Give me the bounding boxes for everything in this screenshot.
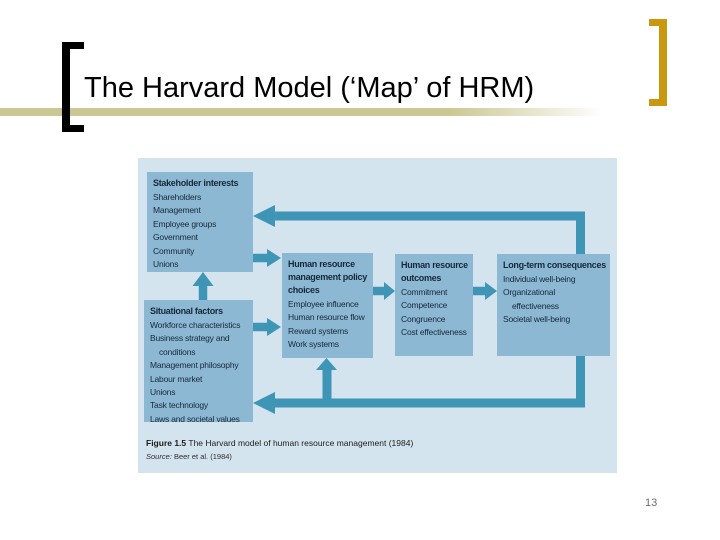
feedback-bottom-line <box>273 398 585 408</box>
box-item: Congruence <box>401 313 446 324</box>
situational-stakeholder-line <box>198 285 208 300</box>
source-label: Source: <box>146 452 172 461</box>
feedback-bottom-vertical <box>576 356 585 408</box>
situational-factors-box: Situational factors Workforce characteri… <box>144 300 253 424</box>
box-item: Shareholders <box>153 192 202 202</box>
figure-label: Figure 1.5 <box>146 438 187 448</box>
situational-policy-line <box>253 322 267 332</box>
page-number: 13 <box>645 497 658 509</box>
long-term-consequences-box: Long-term consequences Individual well-b… <box>497 254 610 356</box>
feedback-branch-arrowhead-icon <box>316 358 337 370</box>
outcomes-longterm-line <box>473 286 485 296</box>
left-bracket-decoration <box>62 42 84 132</box>
figure-caption: Figure 1.5 The Harvard model of human re… <box>146 438 413 448</box>
box-item: Cost effectiveness <box>401 327 467 338</box>
box-item: Labour market <box>150 373 203 384</box>
box-item: Competence <box>401 300 448 311</box>
title-underline <box>0 108 622 116</box>
box-item: Reward systems <box>288 325 349 336</box>
box-item: Societal well-being <box>503 314 571 325</box>
source-text: Beer et al. (1984) <box>173 452 232 461</box>
stakeholder-policy-line <box>253 253 267 263</box>
box-item: Individual well-being <box>503 274 576 284</box>
situational-policy-arrowhead-icon <box>267 318 281 336</box>
box-item: effectiveness <box>512 300 559 311</box>
box-item: Community <box>153 245 195 256</box>
slide-title: The Harvard Model (‘Map’ of HRM) <box>84 72 535 104</box>
figure-caption-text: The Harvard model of human resource mana… <box>188 438 414 448</box>
box-title: Long-term consequences <box>503 260 606 270</box>
box-item: Laws and societal values <box>150 413 240 424</box>
policy-outcomes-arrowhead-icon <box>384 282 395 300</box>
hr-policy-choices-box: Human resource management policy choices… <box>282 253 373 358</box>
box-title: Human resource outcomes <box>401 260 468 283</box>
box-item: Employee influence <box>288 299 359 309</box>
flow-arrows <box>192 205 585 414</box>
box-title: Stakeholder interests <box>153 178 239 188</box>
feedback-top-vertical <box>576 211 585 255</box>
box-item: Human resource flow <box>288 312 365 323</box>
hr-outcomes-box: Human resource outcomes Commitment Compe… <box>395 254 473 356</box>
box-item: Government <box>153 232 198 243</box>
box-item: Commitment <box>401 287 448 297</box>
box-title: Situational factors <box>150 306 223 316</box>
diagram-panel: Stakeholder interests Shareholders Manag… <box>138 158 617 473</box>
box-item: Unions <box>150 387 176 398</box>
feedback-top-line <box>273 211 585 221</box>
box-item: Management <box>153 205 201 216</box>
outcomes-longterm-arrowhead-icon <box>485 282 497 300</box>
box-title: Human resource management policy choices <box>288 259 367 295</box>
box-item: Employee groups <box>153 218 217 229</box>
box-item: Task technology <box>150 400 208 411</box>
box-item: Workforce characteristics <box>150 320 241 330</box>
situational-stakeholder-arrowhead-icon <box>192 272 214 286</box>
stakeholder-interests-box: Stakeholder interests Shareholders Manag… <box>147 172 253 272</box>
box-item: Organizational <box>503 287 556 298</box>
box-item: Business strategy and <box>150 333 230 344</box>
feedback-top-arrowhead-icon <box>253 205 275 227</box>
feedback-branch-line <box>322 369 332 408</box>
box-item: Unions <box>153 259 179 270</box>
box-item: Management philosophy <box>150 360 239 371</box>
policy-outcomes-line <box>373 286 384 296</box>
source-line: Source: Beer et al. (1984) <box>146 452 232 461</box>
feedback-bottom-arrowhead-icon <box>253 392 275 414</box>
stakeholder-policy-arrowhead-icon <box>267 249 281 267</box>
right-bracket-decoration <box>649 19 667 106</box>
box-item: conditions <box>159 346 196 357</box>
box-item: Work systems <box>288 339 339 350</box>
